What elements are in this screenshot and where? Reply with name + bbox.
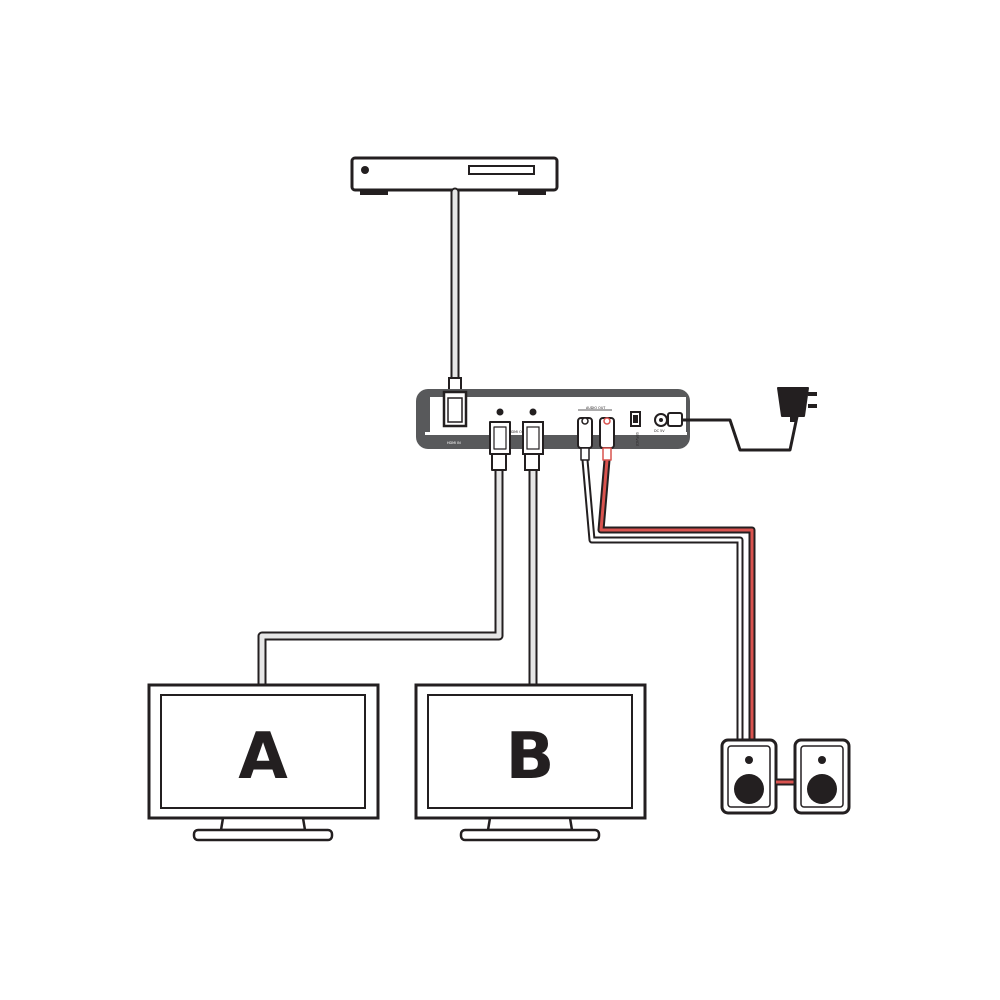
service-port: SERVICE <box>630 411 641 446</box>
display-a-label: A <box>238 720 288 794</box>
speaker-right <box>793 738 851 815</box>
hdmi-in-label: HDMI IN <box>447 441 461 445</box>
tweeter-icon <box>818 756 826 764</box>
display-window <box>468 165 535 175</box>
hdmi-out-ports: HDMI OUT <box>496 408 537 434</box>
woofer-icon <box>807 774 837 804</box>
hdmi-in-port: HDMI IN <box>442 390 468 445</box>
display-a: A <box>147 683 380 842</box>
speaker-left <box>720 738 778 815</box>
hdmi-input-cable <box>448 187 462 395</box>
woofer-icon <box>734 774 764 804</box>
display-b: B <box>414 683 647 842</box>
source-player <box>350 156 559 195</box>
hdmi-out-label: HDMI OUT <box>509 430 527 434</box>
power-adapter <box>667 387 817 452</box>
audio-rca-cable <box>577 417 756 742</box>
player-foot-left <box>360 190 388 195</box>
power-led-icon <box>361 166 369 174</box>
hdmi-cable-b <box>522 421 544 686</box>
service-label: SERVICE <box>635 432 639 446</box>
hdmi-splitter: HDMI IN HDMI OUT AUDIO OUT SERVICE DC 5V <box>416 389 690 449</box>
player-foot-right <box>518 190 546 195</box>
hdmi-out-led-1-icon <box>496 408 504 416</box>
tweeter-icon <box>745 756 753 764</box>
hdmi-out-led-2-icon <box>529 408 537 416</box>
hdmi-cable-a <box>257 421 511 686</box>
power-plug-icon <box>777 387 809 417</box>
dc-label: DC 5V <box>654 429 665 433</box>
audio-out-label: AUDIO OUT <box>586 406 606 410</box>
display-b-label: B <box>506 720 555 794</box>
audio-out-section: AUDIO OUT <box>578 406 612 411</box>
